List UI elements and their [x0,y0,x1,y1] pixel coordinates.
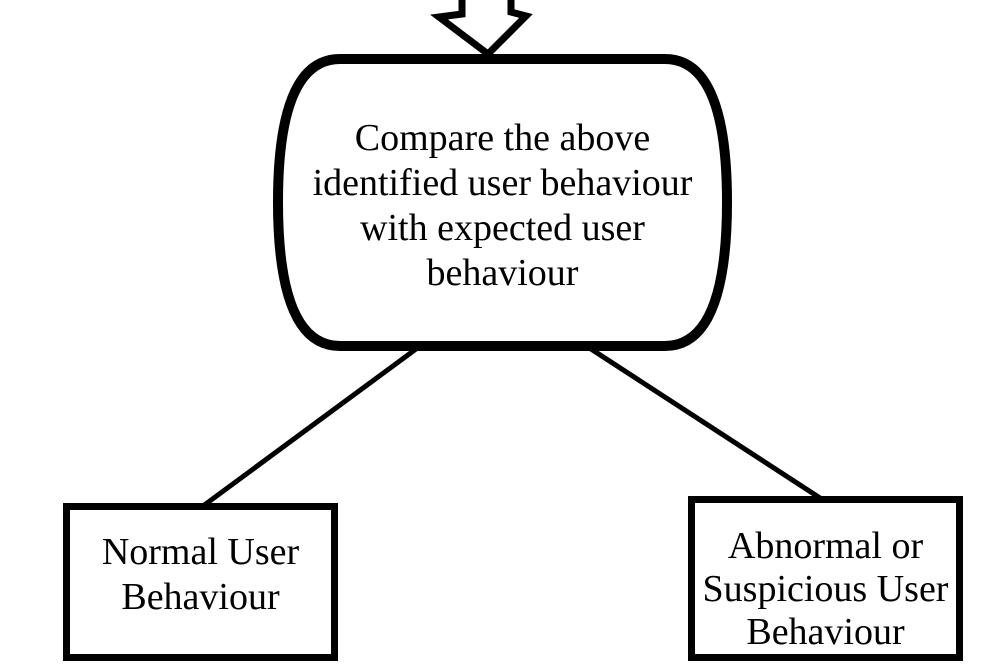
normal-behaviour-line: Behaviour [121,576,280,618]
process-node: Compare the above identified user behavi… [278,59,727,346]
normal-behaviour-line: Normal User [101,531,300,573]
process-node-outline [272,54,733,351]
abnormal-behaviour-line: Behaviour [746,611,905,653]
normal-behaviour-node: Normal User Behaviour [63,503,338,661]
process-node-line: Compare the above [354,116,651,159]
process-node-line: with expected user [360,206,645,249]
abnormal-behaviour-line: Abnormal or [727,525,924,567]
connector-to-normal-line [201,346,418,509]
block-down-arrow-icon [430,0,533,59]
connector-to-abnormal-line [589,346,822,501]
abnormal-behaviour-line: Suspicious User [702,568,949,610]
process-node-line: behaviour [426,251,579,294]
abnormal-behaviour-node: Abnormal or Suspicious User Behaviour [688,496,963,661]
process-node-line: identified user behaviour [312,161,693,204]
